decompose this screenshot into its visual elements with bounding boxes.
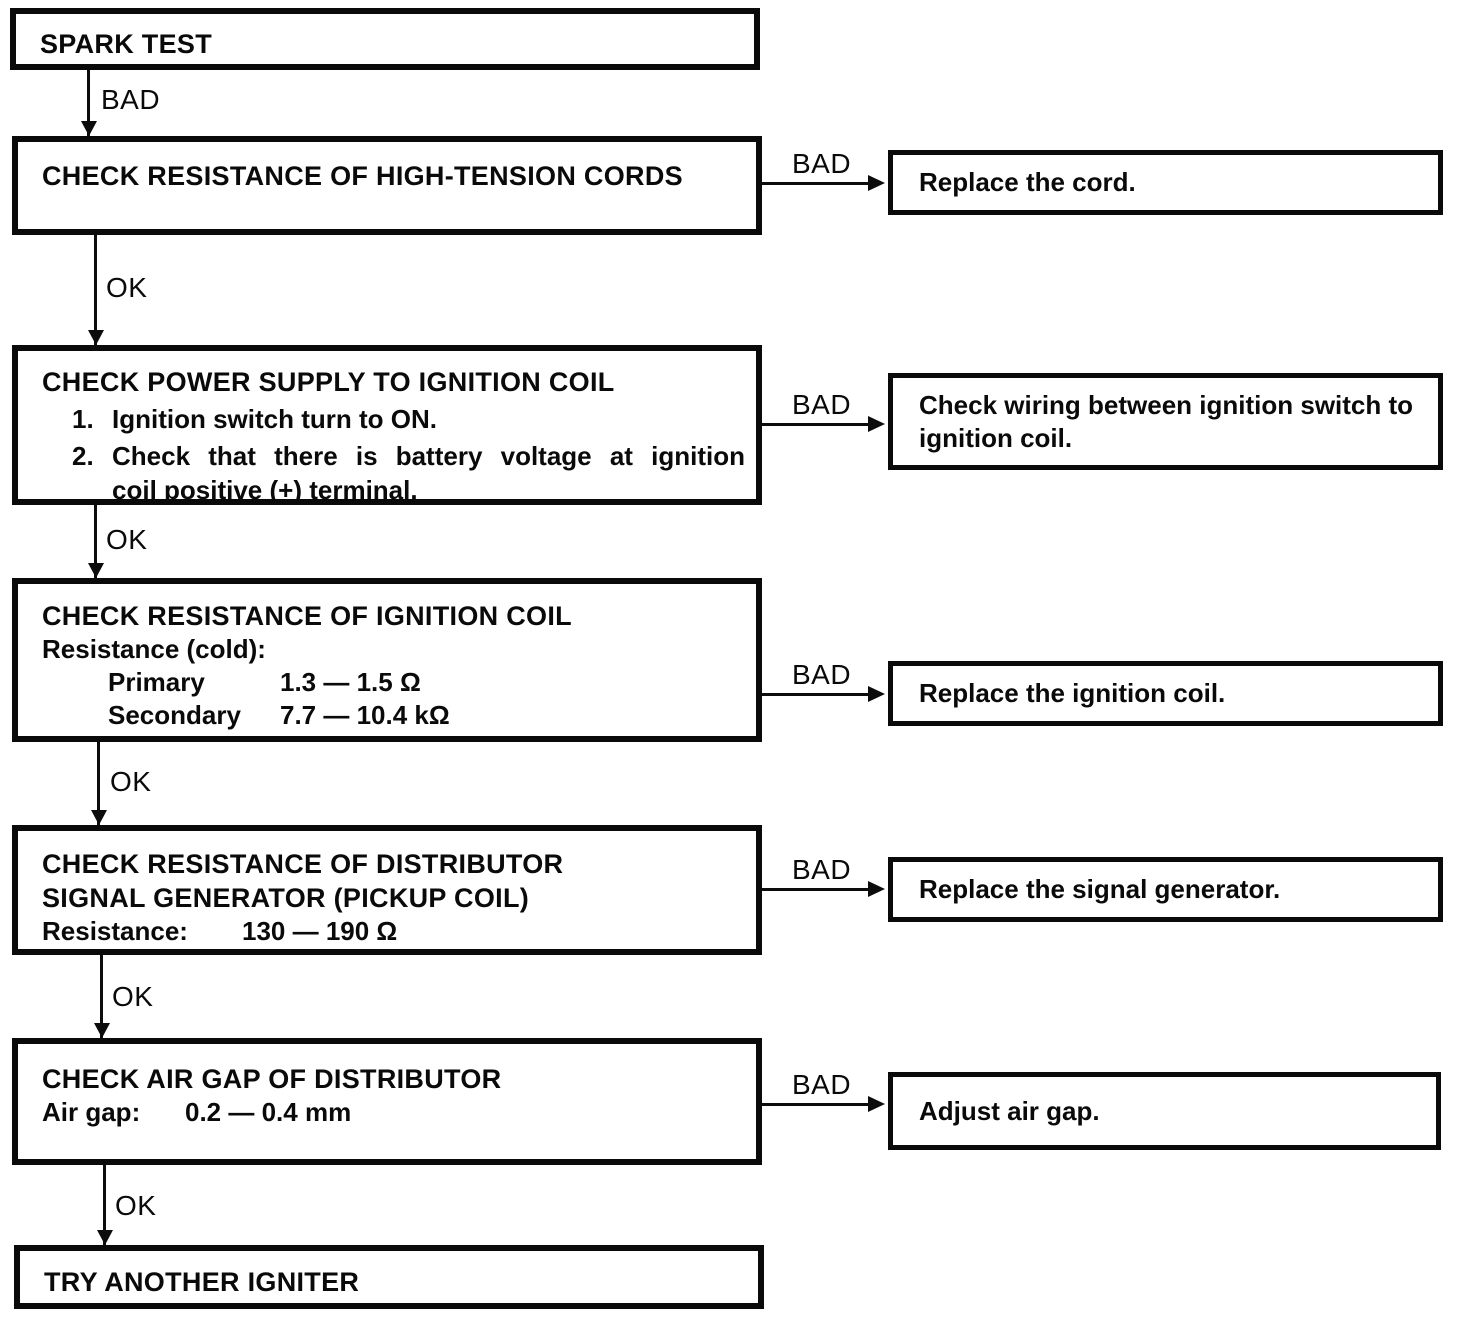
step-title-line2: SIGNAL GENERATOR (PICKUP COIL) (42, 883, 530, 913)
bad-label: BAD (792, 148, 852, 179)
spec-row: Secondary 7.7 — 10.4 kΩ (108, 699, 756, 732)
arrowhead-right-icon (868, 175, 885, 191)
step-title: CHECK POWER SUPPLY TO IGNITION COIL (42, 367, 615, 397)
action-text: Replace the ignition coil. (919, 678, 1226, 708)
spec-row: Resistance: 130 — 190 Ω (42, 915, 756, 948)
list-item: 2. Check that there is battery voltage a… (42, 439, 756, 507)
spec-name: Secondary (108, 700, 241, 730)
action-text: Adjust air gap. (919, 1095, 1100, 1126)
list-text: Ignition switch turn to ON. (112, 404, 437, 434)
ok-label: OK (106, 272, 148, 303)
spec-name: Resistance: (42, 916, 188, 946)
spec-name: Air gap: (42, 1097, 141, 1127)
list-number: 2. (72, 441, 94, 471)
ok-label: OK (106, 524, 148, 555)
list-item: 1. Ignition switch turn to ON. (42, 402, 756, 436)
arrowhead-down-icon (94, 1023, 110, 1038)
bad-label: BAD (792, 659, 852, 690)
step-title: CHECK RESISTANCE OF IGNITION COIL (42, 601, 572, 631)
action-text-line1: Check wiring between ignition switch to (919, 389, 1414, 420)
step-box-air-gap: CHECK AIR GAP OF DISTRIBUTOR Air gap: 0.… (12, 1038, 762, 1165)
spec-value: 7.7 — 10.4 kΩ (280, 700, 450, 730)
step-title: TRY ANOTHER IGNITER (44, 1267, 360, 1297)
flow-line-down (97, 742, 100, 825)
arrowhead-right-icon (868, 1096, 885, 1112)
spec-value: 1.3 — 1.5 Ω (280, 667, 421, 697)
list-text: Check that there is battery voltage at i… (112, 439, 745, 507)
arrowhead-down-icon (91, 810, 107, 825)
action-text-line2: ignition coil. (919, 422, 1073, 453)
flow-line-down (103, 1165, 106, 1245)
arrowhead-down-icon (97, 1230, 113, 1245)
arrowhead-right-icon (868, 686, 885, 702)
ok-label: OK (112, 981, 154, 1012)
flow-line-right (762, 1103, 880, 1106)
action-text: Replace the signal generator. (919, 874, 1281, 904)
flow-line-down (94, 505, 97, 578)
arrowhead-down-icon (81, 121, 97, 136)
step-box-power-supply: CHECK POWER SUPPLY TO IGNITION COIL 1. I… (12, 345, 762, 505)
step-box-try-another-igniter: TRY ANOTHER IGNITER (14, 1245, 764, 1309)
step-title: SPARK TEST (40, 29, 213, 59)
action-text: Replace the cord. (919, 167, 1136, 197)
flow-line-right (762, 888, 880, 891)
flow-line-right (762, 182, 880, 185)
spec-value: 130 — 190 Ω (242, 916, 398, 946)
list-text-line2: coil positive (+) terminal. (112, 475, 418, 505)
bad-label: BAD (101, 84, 161, 115)
step-box-high-tension-cords: CHECK RESISTANCE OF HIGH-TENSION CORDS (12, 136, 762, 235)
flow-line-right (762, 693, 880, 696)
step-box-ignition-coil-resistance: CHECK RESISTANCE OF IGNITION COIL Resist… (12, 578, 762, 742)
arrowhead-down-icon (88, 563, 104, 578)
step-title: CHECK AIR GAP OF DISTRIBUTOR (42, 1064, 502, 1094)
action-box-replace-cord: Replace the cord. (888, 150, 1443, 215)
step-box-signal-generator: CHECK RESISTANCE OF DISTRIBUTOR SIGNAL G… (12, 825, 762, 955)
bad-label: BAD (792, 389, 852, 420)
spec-value: 0.2 — 0.4 mm (185, 1097, 352, 1127)
step-title: CHECK RESISTANCE OF HIGH-TENSION CORDS (42, 161, 683, 191)
action-box-replace-signal-generator: Replace the signal generator. (888, 857, 1443, 922)
flow-line-right (762, 423, 880, 426)
spec-name: Primary (108, 667, 205, 697)
spec-subtitle: Resistance (cold): (42, 634, 266, 664)
bad-label: BAD (792, 1069, 852, 1100)
list-number: 1. (72, 404, 94, 434)
ok-label: OK (110, 766, 152, 797)
bad-label: BAD (792, 854, 852, 885)
spec-row: Primary 1.3 — 1.5 Ω (108, 666, 756, 699)
step-box-spark-test: SPARK TEST (10, 8, 760, 70)
action-box-replace-ignition-coil: Replace the ignition coil. (888, 661, 1443, 726)
flow-line-down (100, 955, 103, 1038)
step-title-line1: CHECK RESISTANCE OF DISTRIBUTOR (42, 849, 564, 879)
arrowhead-right-icon (868, 881, 885, 897)
arrowhead-down-icon (88, 330, 104, 345)
arrowhead-right-icon (868, 416, 885, 432)
flow-line-down (87, 70, 90, 136)
flow-line-down (94, 235, 97, 345)
action-box-adjust-air-gap: Adjust air gap. (888, 1072, 1441, 1150)
spec-row: Air gap: 0.2 — 0.4 mm (42, 1096, 756, 1129)
action-box-check-wiring: Check wiring between ignition switch to … (888, 373, 1443, 470)
list-text-line1: Check that there is battery voltage at i… (112, 441, 745, 471)
ok-label: OK (115, 1190, 157, 1221)
